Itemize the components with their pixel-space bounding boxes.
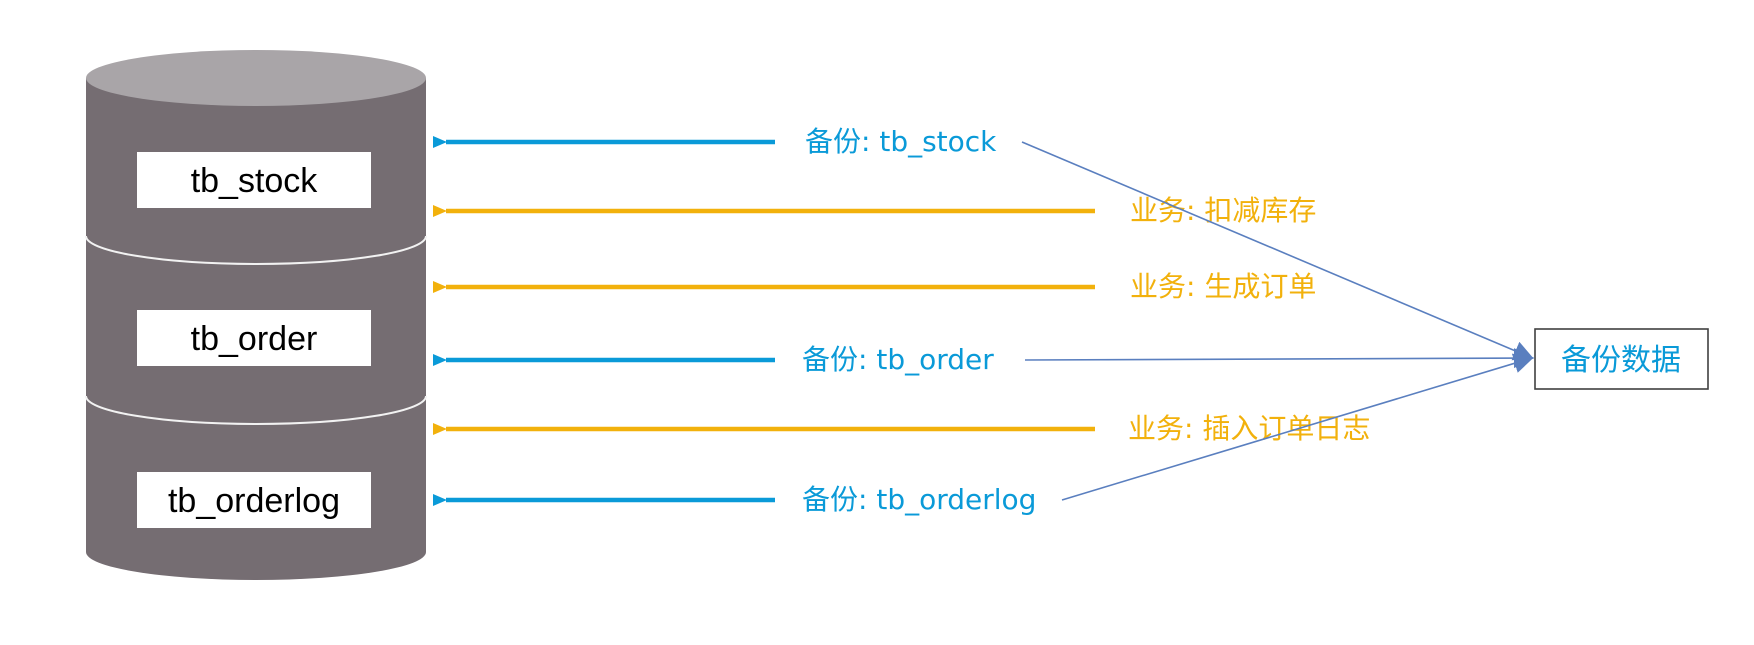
backup-arrow-tb-order: 备份: tb_order	[433, 343, 994, 376]
business-arrow-insert-order-log: 业务: 插入订单日志	[433, 412, 1370, 445]
svg-text:备份: tb_orderlog: 备份: tb_orderlog	[802, 483, 1036, 516]
svg-text:tb_order: tb_order	[191, 320, 318, 358]
connector-tb-order	[1024, 348, 1534, 369]
connector-tb-orderlog	[1061, 353, 1534, 501]
svg-text:业务: 插入订单日志: 业务: 插入订单日志	[1128, 412, 1370, 445]
cylinder-divider	[85, 235, 427, 265]
table-label-tb-orderlog: tb_orderlog	[137, 472, 371, 528]
backup-connectors	[1021, 141, 1534, 501]
connector-tb-stock	[1021, 141, 1534, 361]
arrows: 备份: tb_stock 业务: 扣减库存 业务: 生成订单 备份: tb_or…	[433, 125, 1370, 516]
cylinder-divider	[85, 395, 427, 425]
database-cylinder: tb_stock tb_order tb_orderlog	[85, 50, 427, 580]
svg-text:备份: tb_order: 备份: tb_order	[802, 343, 994, 376]
svg-text:备份数据: 备份数据	[1561, 343, 1681, 378]
business-arrow-deduct-stock: 业务: 扣减库存	[433, 194, 1316, 227]
svg-text:tb_stock: tb_stock	[191, 162, 319, 200]
svg-text:tb_orderlog: tb_orderlog	[168, 482, 340, 520]
backup-data-box: 备份数据	[1534, 328, 1709, 390]
table-label-tb-stock: tb_stock	[137, 152, 371, 208]
backup-arrow-tb-orderlog: 备份: tb_orderlog	[433, 483, 1036, 516]
svg-text:业务: 生成订单: 业务: 生成订单	[1130, 270, 1316, 303]
table-label-tb-order: tb_order	[137, 310, 371, 366]
business-arrow-create-order: 业务: 生成订单	[433, 270, 1316, 303]
svg-text:业务: 扣减库存: 业务: 扣减库存	[1130, 194, 1316, 227]
svg-text:备份: tb_stock: 备份: tb_stock	[805, 125, 997, 158]
backup-arrow-tb-stock: 备份: tb_stock	[433, 125, 997, 158]
cylinder-top	[86, 50, 426, 106]
